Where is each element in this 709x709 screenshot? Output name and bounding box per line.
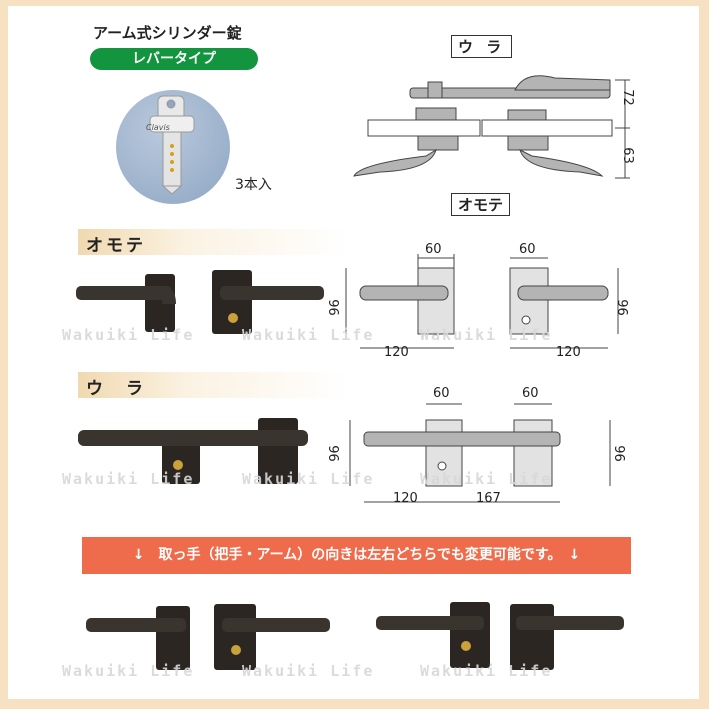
dim-back-length-left: 120	[393, 491, 418, 506]
section-title-back: ウ ラ	[86, 379, 146, 399]
watermark: Wakuiki Life	[62, 326, 195, 344]
type-pill: レバータイプ	[90, 48, 258, 70]
dim-front-left-width: 60	[425, 242, 442, 257]
bottom-photo-left	[86, 604, 330, 670]
bottom-photo-right	[376, 602, 624, 670]
back-handle-photo	[78, 418, 308, 484]
section-title-front: オモテ	[86, 236, 146, 256]
watermark: Wakuiki Life	[242, 662, 375, 680]
dim-front-right-height: 96	[613, 299, 629, 316]
back-drawing	[349, 403, 611, 503]
watermark: Wakuiki Life	[62, 662, 195, 680]
dim-side-bottom: 63	[619, 147, 635, 164]
side-label-front: オモテ	[451, 193, 511, 216]
key-brand: Clavis	[146, 123, 170, 132]
front-handle-photo-right	[212, 270, 324, 334]
dim-back-width-left: 60	[433, 386, 450, 401]
front-drawing-right	[509, 257, 619, 349]
key-icon	[149, 95, 195, 195]
dim-back-length-right: 167	[476, 491, 501, 506]
key-count: 3本入	[235, 177, 272, 193]
front-drawing-left	[345, 254, 455, 349]
watermark: Wakuiki Life	[242, 326, 375, 344]
side-view-drawing	[353, 75, 630, 179]
dim-front-right-width: 60	[519, 242, 536, 257]
dim-front-left-length: 120	[384, 345, 409, 360]
dim-front-right-length: 120	[556, 345, 581, 360]
watermark: Wakuiki Life	[242, 470, 375, 488]
notice-banner: ↓ 取っ手（把手・アーム）の向きは左右どちらでも変更可能です。 ↓	[82, 537, 631, 574]
dim-side-top: 72	[619, 89, 635, 106]
side-label-back: ウ ラ	[451, 35, 513, 58]
watermark: Wakuiki Life	[420, 470, 553, 488]
product-title: アーム式シリンダー錠	[93, 24, 242, 42]
watermark: Wakuiki Life	[420, 662, 553, 680]
dim-back-width-right: 60	[522, 386, 539, 401]
section-bar-back	[78, 372, 348, 398]
watermark: Wakuiki Life	[420, 326, 553, 344]
front-handle-photo-left	[76, 274, 176, 332]
dim-front-left-height: 96	[327, 299, 343, 316]
watermark: Wakuiki Life	[62, 470, 195, 488]
dim-back-height-right: 96	[610, 445, 626, 462]
dim-back-height-left: 96	[327, 445, 343, 462]
section-bar-front	[78, 229, 348, 255]
